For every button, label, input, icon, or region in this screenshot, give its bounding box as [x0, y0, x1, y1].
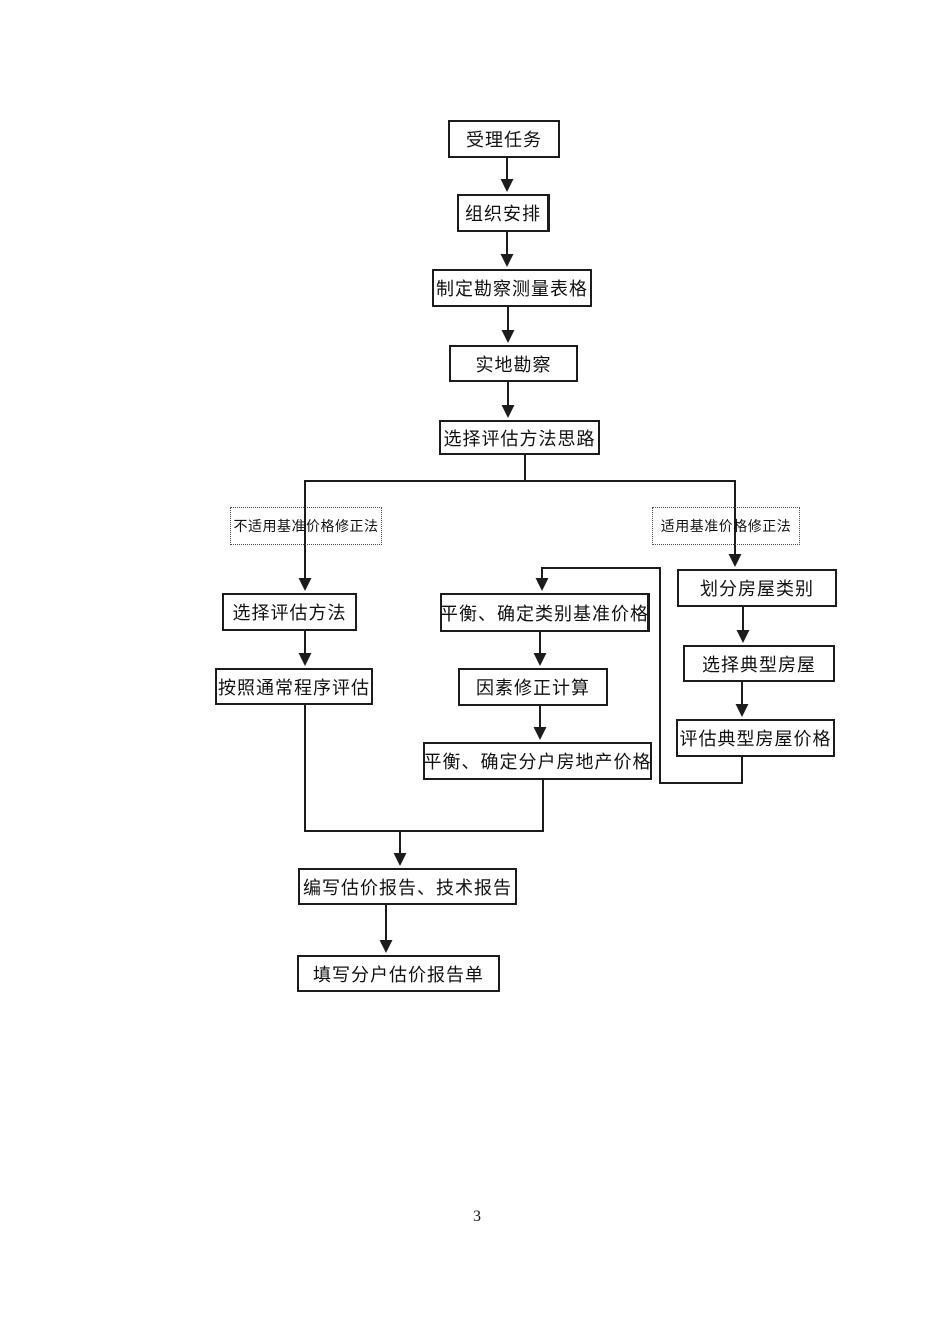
flow-node-accept-task: 受理任务 [448, 120, 560, 158]
flow-label-applicable: 适用基准价格修正法 [652, 507, 800, 545]
flow-node-fill-report: 填写分户估价报告单 [297, 955, 500, 992]
flow-node-field-survey: 实地勘察 [449, 345, 578, 382]
flow-node-write-reports: 编写估价报告、技术报告 [298, 868, 517, 905]
flow-node-select-typical: 选择典型房屋 [683, 645, 835, 682]
flow-label-not-applicable: 不适用基准价格修正法 [230, 507, 382, 545]
flow-node-factor-correction: 因素修正计算 [458, 668, 608, 706]
flow-node-method-approach: 选择评估方法思路 [439, 420, 600, 455]
page-number: 3 [473, 1208, 481, 1225]
flow-node-balance-category: 平衡、确定类别基准价格 [440, 593, 650, 632]
flow-node-classify-houses: 划分房屋类别 [677, 569, 837, 607]
flow-node-organize: 组织安排 [457, 194, 550, 232]
flow-node-select-method: 选择评估方法 [222, 593, 357, 631]
flow-node-survey-form: 制定勘察测量表格 [432, 269, 592, 307]
flow-node-evaluate-typical: 评估典型房屋价格 [676, 719, 835, 757]
flow-node-balance-unit: 平衡、确定分户房地产价格 [423, 742, 652, 780]
flow-node-usual-procedure: 按照通常程序评估 [215, 668, 373, 705]
